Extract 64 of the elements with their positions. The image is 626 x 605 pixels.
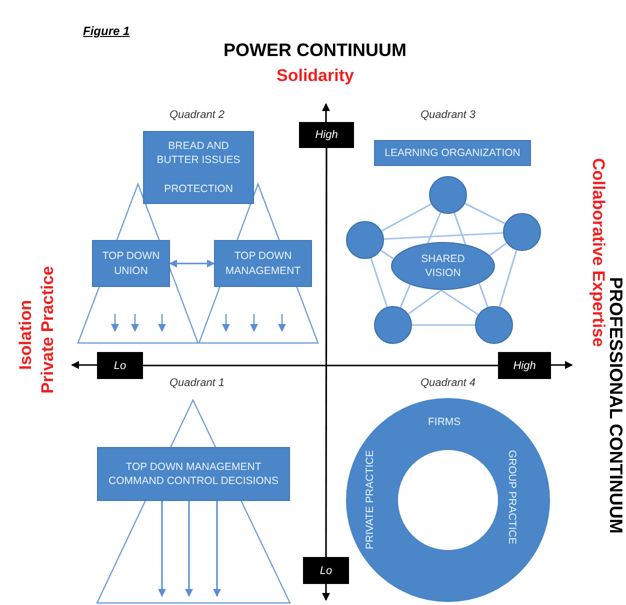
axis-label: High xyxy=(513,360,536,372)
connector-line xyxy=(478,282,488,308)
connector-line xyxy=(412,324,475,326)
quadrant-label: Quadrant 1 xyxy=(170,377,225,389)
arrow xyxy=(322,584,330,601)
circle-node xyxy=(475,306,513,344)
ring-text: GROUP PRACTICE xyxy=(506,450,518,544)
process-box xyxy=(374,140,531,166)
axis-subtitle: Isolation xyxy=(16,300,36,370)
box-text: TOP DOWN MANAGEMENT xyxy=(224,249,302,278)
axis-label-box xyxy=(299,122,354,148)
circle-node xyxy=(429,176,467,214)
axis-subtitle: Solidarity xyxy=(276,66,354,86)
connector-line xyxy=(440,289,479,316)
connector-line xyxy=(370,258,388,308)
quadrant-label: Quadrant 4 xyxy=(420,377,476,389)
node-text: SHARED VISION xyxy=(420,252,466,280)
axis-subtitle: Collaborative Expertise xyxy=(588,158,608,346)
connector-line xyxy=(400,284,411,308)
axis-title: POWER CONTINUUM xyxy=(224,40,406,61)
arrow xyxy=(158,501,166,597)
arrow xyxy=(71,361,97,369)
connector-line xyxy=(464,202,506,224)
box-text: TOP DOWN MANAGEMENT COMMAND CONTROL DECISIONS xyxy=(108,460,280,488)
process-box xyxy=(92,240,170,287)
process-box xyxy=(97,447,290,501)
arrow xyxy=(169,260,215,268)
circle-node xyxy=(346,221,384,259)
quadrant-label: Quadrant 3 xyxy=(420,109,476,121)
axis-title: PROFESSIONAL CONTINUUM xyxy=(606,276,626,534)
connector-line xyxy=(380,250,394,260)
arrow xyxy=(213,501,221,597)
axis-label-box xyxy=(498,352,551,379)
box-text: TOP DOWN UNION xyxy=(101,249,161,278)
ellipse-node xyxy=(391,242,495,290)
ring-text: FIRMS xyxy=(428,416,461,428)
ring-text: PRIVATE PRACTICE xyxy=(364,450,376,550)
axis-label-box xyxy=(97,352,143,379)
connector-line xyxy=(384,232,504,240)
arrow xyxy=(322,103,330,122)
connector-line xyxy=(325,148,328,557)
arrow xyxy=(185,501,193,597)
connector-line xyxy=(454,212,466,245)
axis-label: Lo xyxy=(320,564,332,576)
process-box xyxy=(143,131,254,204)
connector-line xyxy=(426,212,442,244)
arrow xyxy=(551,361,573,369)
box-text: LEARNING ORGANIZATION xyxy=(384,146,520,160)
box-text: BREAD AND BUTTER ISSUES xyxy=(156,139,242,168)
figure-label: Figure 1 xyxy=(83,24,130,38)
connector-line xyxy=(143,364,498,366)
connector-line xyxy=(498,250,518,308)
quadrant-label: Quadrant 2 xyxy=(170,109,225,121)
axis-label-box xyxy=(303,557,349,584)
axis-label: High xyxy=(315,129,338,141)
connector-line xyxy=(408,289,442,315)
process-box xyxy=(214,240,312,287)
connector-line xyxy=(381,203,432,232)
box-text: PROTECTION xyxy=(164,182,233,196)
axis-subtitle: Private Practice xyxy=(38,266,58,394)
circle-node xyxy=(503,213,541,251)
connector-line xyxy=(489,242,508,256)
axis-label: Lo xyxy=(114,360,126,372)
circle-node xyxy=(374,306,412,344)
